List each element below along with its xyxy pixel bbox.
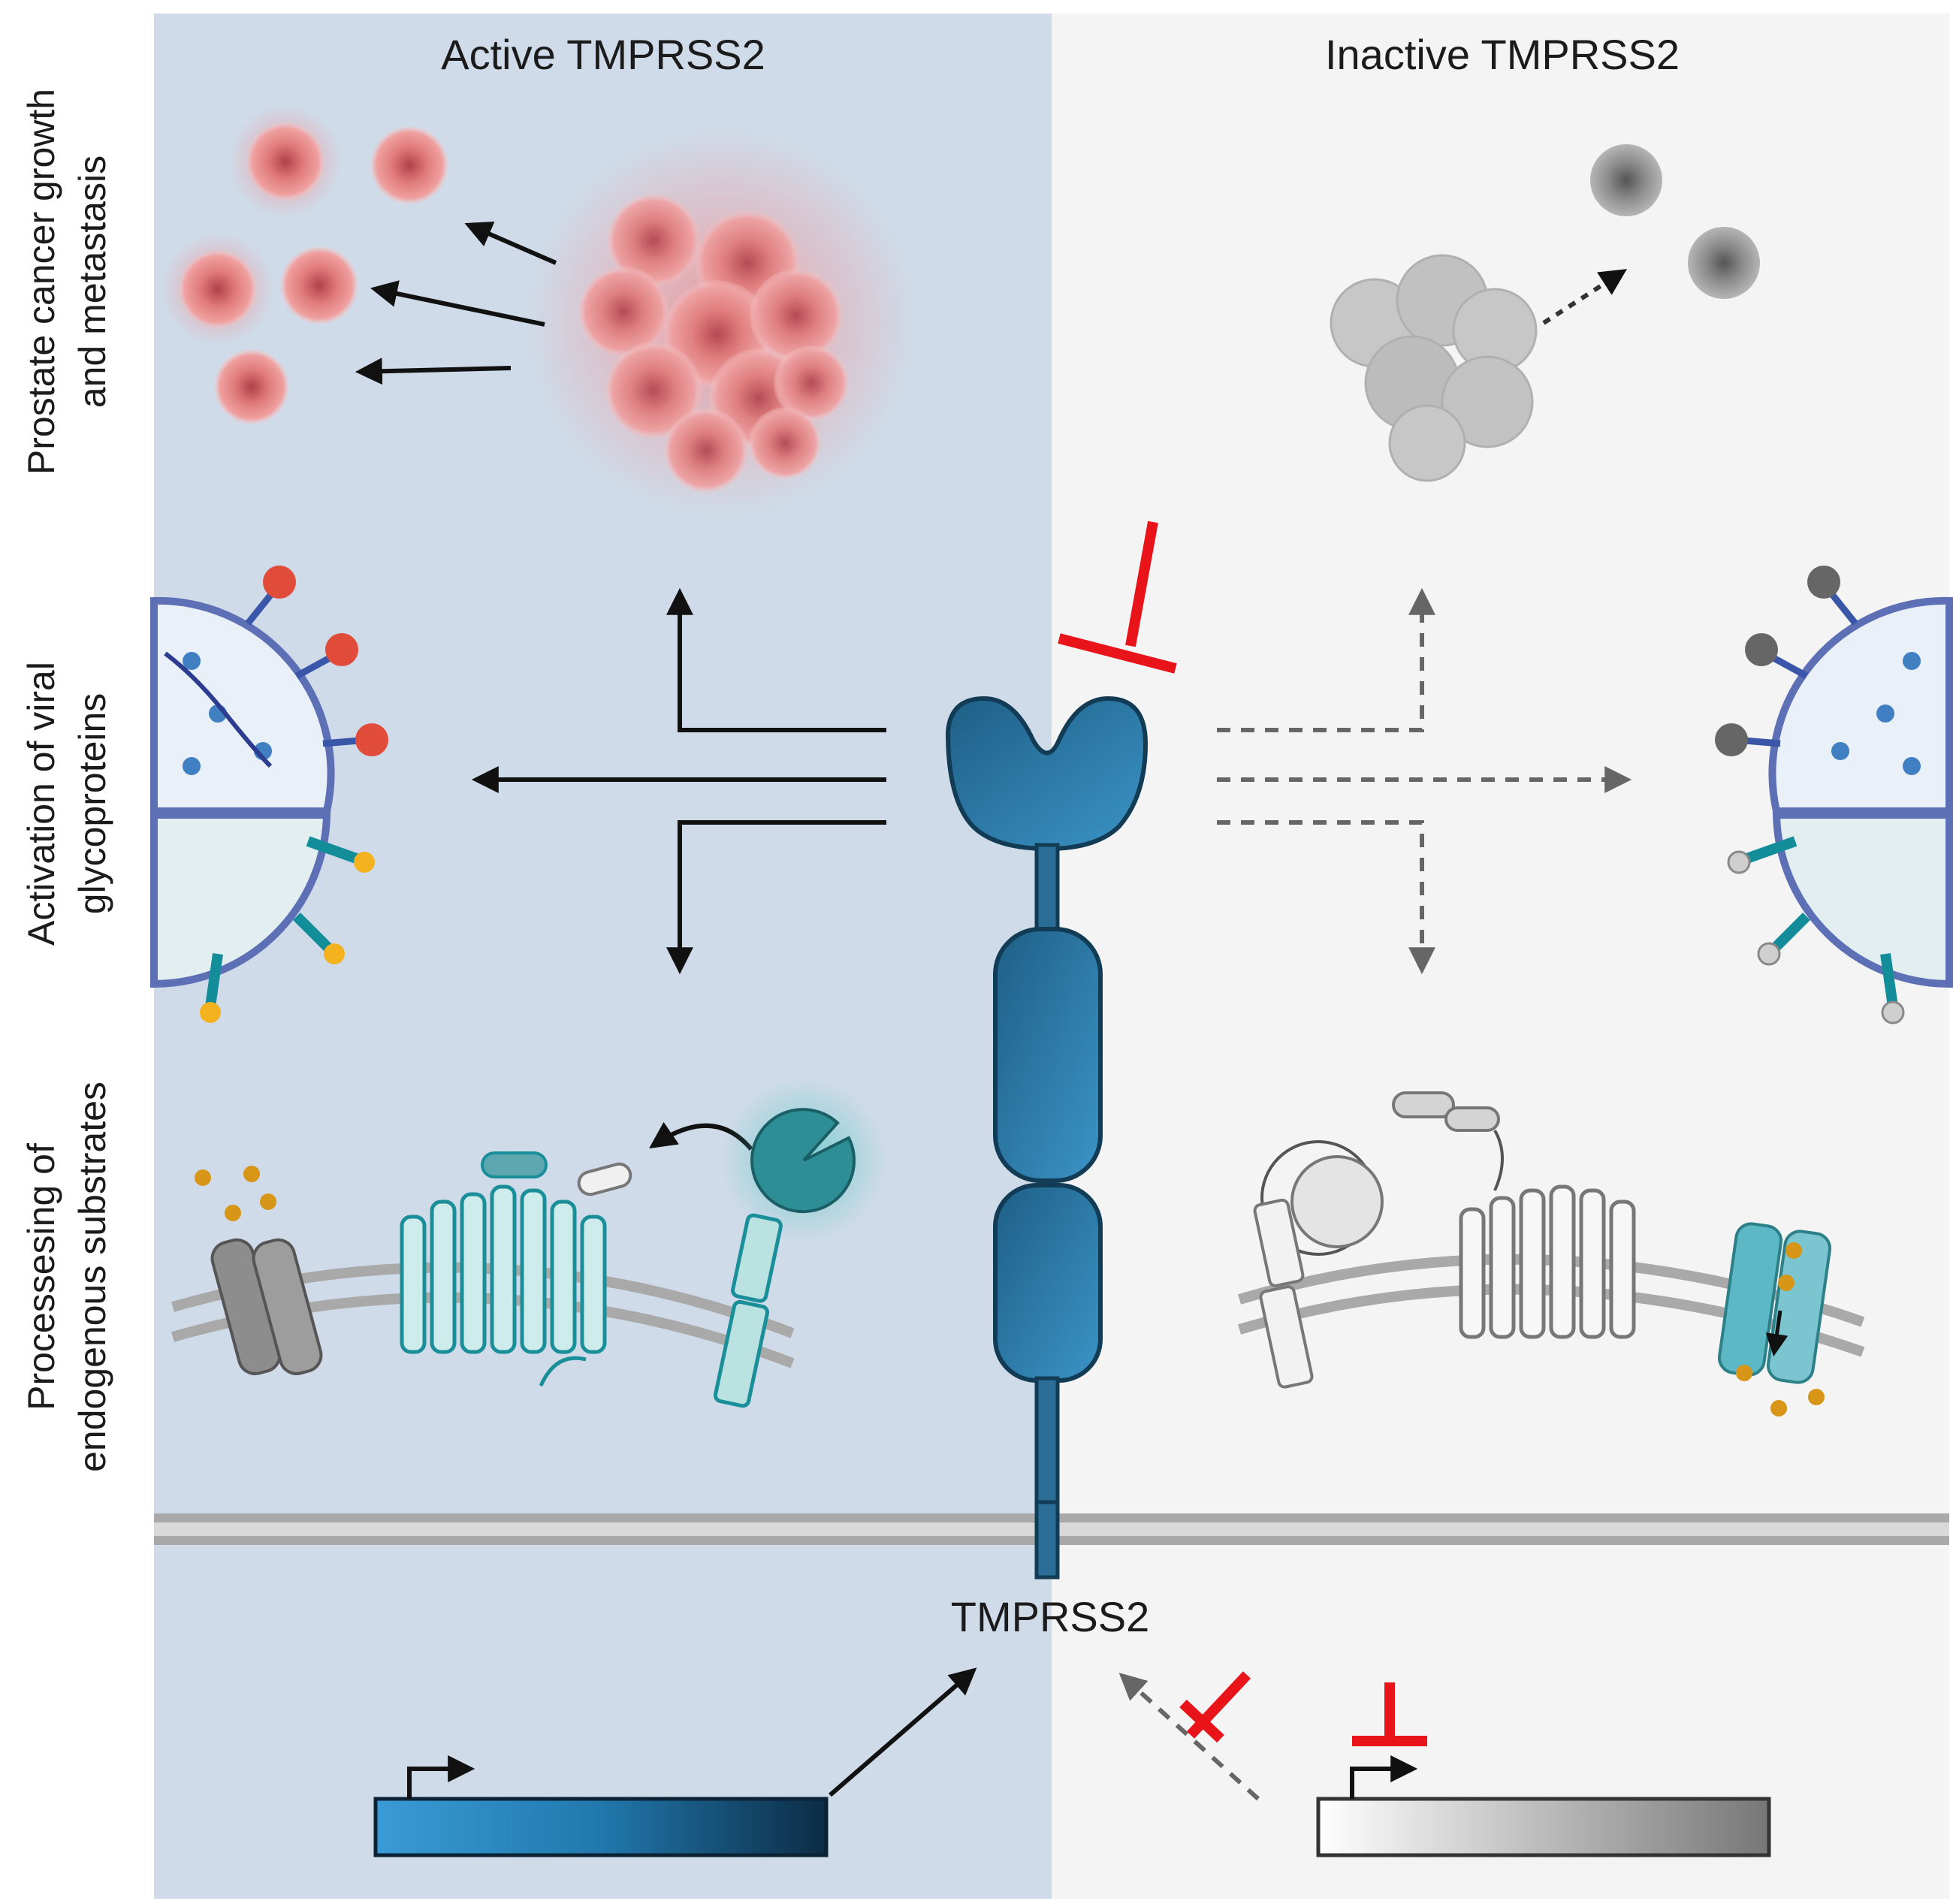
row-label-viral-line2: glycoproteins [71,693,113,915]
row-label-viral-line1: Activation of viral [20,662,62,946]
row-label-cancer-line1: Prostate cancer growth [20,89,62,475]
inactive-cell-cluster [1330,254,1538,482]
right-panel-title: Inactive TMPRSS2 [1325,31,1680,78]
active-cancer-cluster [526,128,916,518]
ion-flow-arrow [1765,1310,1788,1356]
active-solid-arrows [471,587,886,975]
released-peptide [577,1162,632,1196]
inactive-ions [1736,1242,1825,1417]
active-metastatic-cells [161,105,448,424]
inactive-virus [1715,566,1953,1024]
active-gpcr [400,1184,607,1354]
active-gpcr-tail [539,1356,587,1387]
active-ions [195,1166,276,1221]
row-label-cancer: Prostate cancer growth and metastasis [20,89,113,475]
active-virus [150,566,388,1023]
row-label-cancer-line2: and metastasis [71,155,113,408]
inactive-metastasis-dashed-arrow [1542,269,1628,325]
active-cleaved-fragment [481,1151,548,1178]
inactive-gpcr [1459,1184,1636,1339]
inactive-dashed-arrows [1217,587,1632,975]
transcription-inhibitor-icon [1352,1682,1427,1746]
tmprss2-label: TMPRSS2 [951,1593,1150,1640]
row-label-endogenous-line1: Processesing of [20,1143,62,1411]
active-protease [721,1078,886,1243]
protein-tm-overlay [1034,1500,1060,1580]
metastasis-arrows [355,221,557,385]
active-expression-arrow [829,1667,977,1797]
row-label-viral: Activation of viral glycoproteins [20,662,113,946]
active-gene [373,1755,829,1857]
inactive-protease-receptor [1253,1140,1384,1389]
inactive-escaping-cells [1590,144,1760,299]
active-receptor [713,1213,783,1408]
expression-inhibitor-icon [1179,1671,1251,1743]
left-panel-title: Active TMPRSS2 [441,31,765,78]
protein-inhibitor-icon [1058,521,1177,674]
active-channel [210,1238,323,1375]
inactive-expression-dashed-arrow [1118,1673,1260,1801]
row-label-endogenous-line2: endogenous substrates [71,1082,113,1472]
row-label-endogenous: Processesing of endogenous substrates [20,1082,113,1472]
inactive-uncleaved-ntail [1392,1091,1504,1191]
inactive-gene [1316,1755,1771,1857]
